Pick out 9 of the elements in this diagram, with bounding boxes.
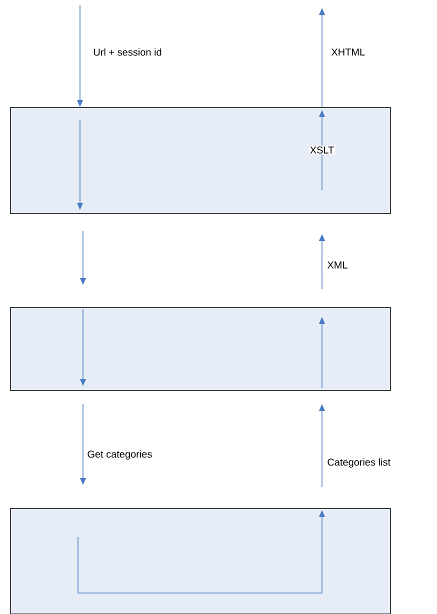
process-box — [10, 307, 391, 391]
edge-label: Categories list — [328, 458, 390, 468]
edge-label: XML — [327, 262, 348, 268]
process-box — [10, 508, 391, 614]
edge-label: Get categories — [88, 450, 152, 460]
process-label: XSLT — [310, 146, 334, 154]
edge-label: Url + session id — [94, 48, 162, 56]
process-box — [10, 107, 391, 214]
edge-label: XHTML — [331, 48, 365, 56]
